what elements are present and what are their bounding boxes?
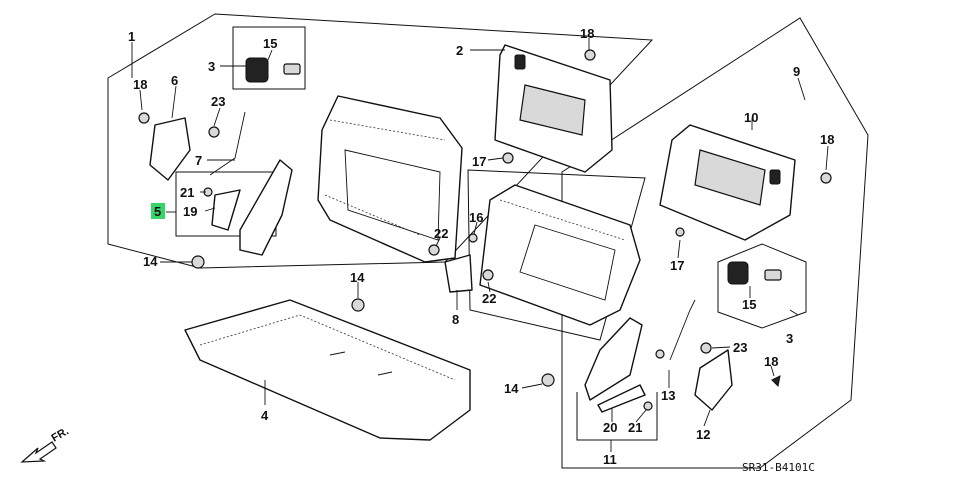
callout-18[interactable]: 18 bbox=[133, 77, 147, 92]
fasteners bbox=[138, 49, 832, 411]
front-direction-arrow: FR. bbox=[20, 425, 71, 463]
callout-14[interactable]: 14 bbox=[504, 381, 519, 396]
callout-18[interactable]: 18 bbox=[820, 132, 834, 147]
callout-15[interactable]: 15 bbox=[263, 36, 277, 51]
callout-10[interactable]: 10 bbox=[744, 110, 758, 125]
diagram-code: SR31-B4101C bbox=[742, 461, 815, 474]
callout-3[interactable]: 3 bbox=[208, 59, 215, 74]
callout-17[interactable]: 17 bbox=[670, 258, 684, 273]
callout-5-highlight bbox=[151, 203, 165, 219]
callout-18[interactable]: 18 bbox=[764, 354, 778, 369]
seat-back-frame-upper bbox=[494, 44, 613, 173]
callout-labels: 1 2 3 3 4 5 6 7 8 9 10 11 12 13 14 14 14… bbox=[128, 26, 834, 467]
callout-13[interactable]: 13 bbox=[661, 388, 675, 403]
callout-14[interactable]: 14 bbox=[350, 270, 365, 285]
callout-2[interactable]: 2 bbox=[456, 43, 463, 58]
callout-22[interactable]: 22 bbox=[482, 291, 496, 306]
callout-5[interactable]: 5 bbox=[154, 204, 161, 219]
callout-8[interactable]: 8 bbox=[452, 312, 459, 327]
fr-label: FR. bbox=[50, 425, 71, 444]
callout-23[interactable]: 23 bbox=[211, 94, 225, 109]
callout-20[interactable]: 20 bbox=[603, 420, 617, 435]
callout-14[interactable]: 14 bbox=[143, 254, 158, 269]
callout-7[interactable]: 7 bbox=[195, 153, 202, 168]
callout-15[interactable]: 15 bbox=[742, 297, 756, 312]
callout-4[interactable]: 4 bbox=[261, 408, 269, 423]
callout-18[interactable]: 18 bbox=[580, 26, 594, 41]
center-hinge bbox=[444, 254, 473, 293]
callout-1[interactable]: 1 bbox=[128, 29, 135, 44]
callout-21[interactable]: 21 bbox=[628, 420, 642, 435]
hinge-bracket-right bbox=[584, 299, 733, 413]
callout-9[interactable]: 9 bbox=[793, 64, 800, 79]
arrow-icon bbox=[20, 441, 57, 463]
callout-17[interactable]: 17 bbox=[472, 154, 486, 169]
callout-11[interactable]: 11 bbox=[603, 452, 617, 467]
seat-cushion bbox=[184, 299, 471, 441]
seat-back-frame-right bbox=[659, 124, 796, 241]
callout-12[interactable]: 12 bbox=[696, 427, 710, 442]
seat-back-right bbox=[479, 184, 641, 326]
callout-21[interactable]: 21 bbox=[180, 185, 194, 200]
callout-6[interactable]: 6 bbox=[171, 73, 178, 88]
callout-16[interactable]: 16 bbox=[469, 210, 483, 225]
callout-3[interactable]: 3 bbox=[786, 331, 793, 346]
hinge-bracket-left bbox=[149, 111, 293, 256]
leader-lines bbox=[131, 38, 829, 452]
callout-19[interactable]: 19 bbox=[183, 204, 197, 219]
callout-23[interactable]: 23 bbox=[733, 340, 747, 355]
callout-22[interactable]: 22 bbox=[434, 226, 448, 241]
seat-back-left bbox=[317, 95, 463, 263]
